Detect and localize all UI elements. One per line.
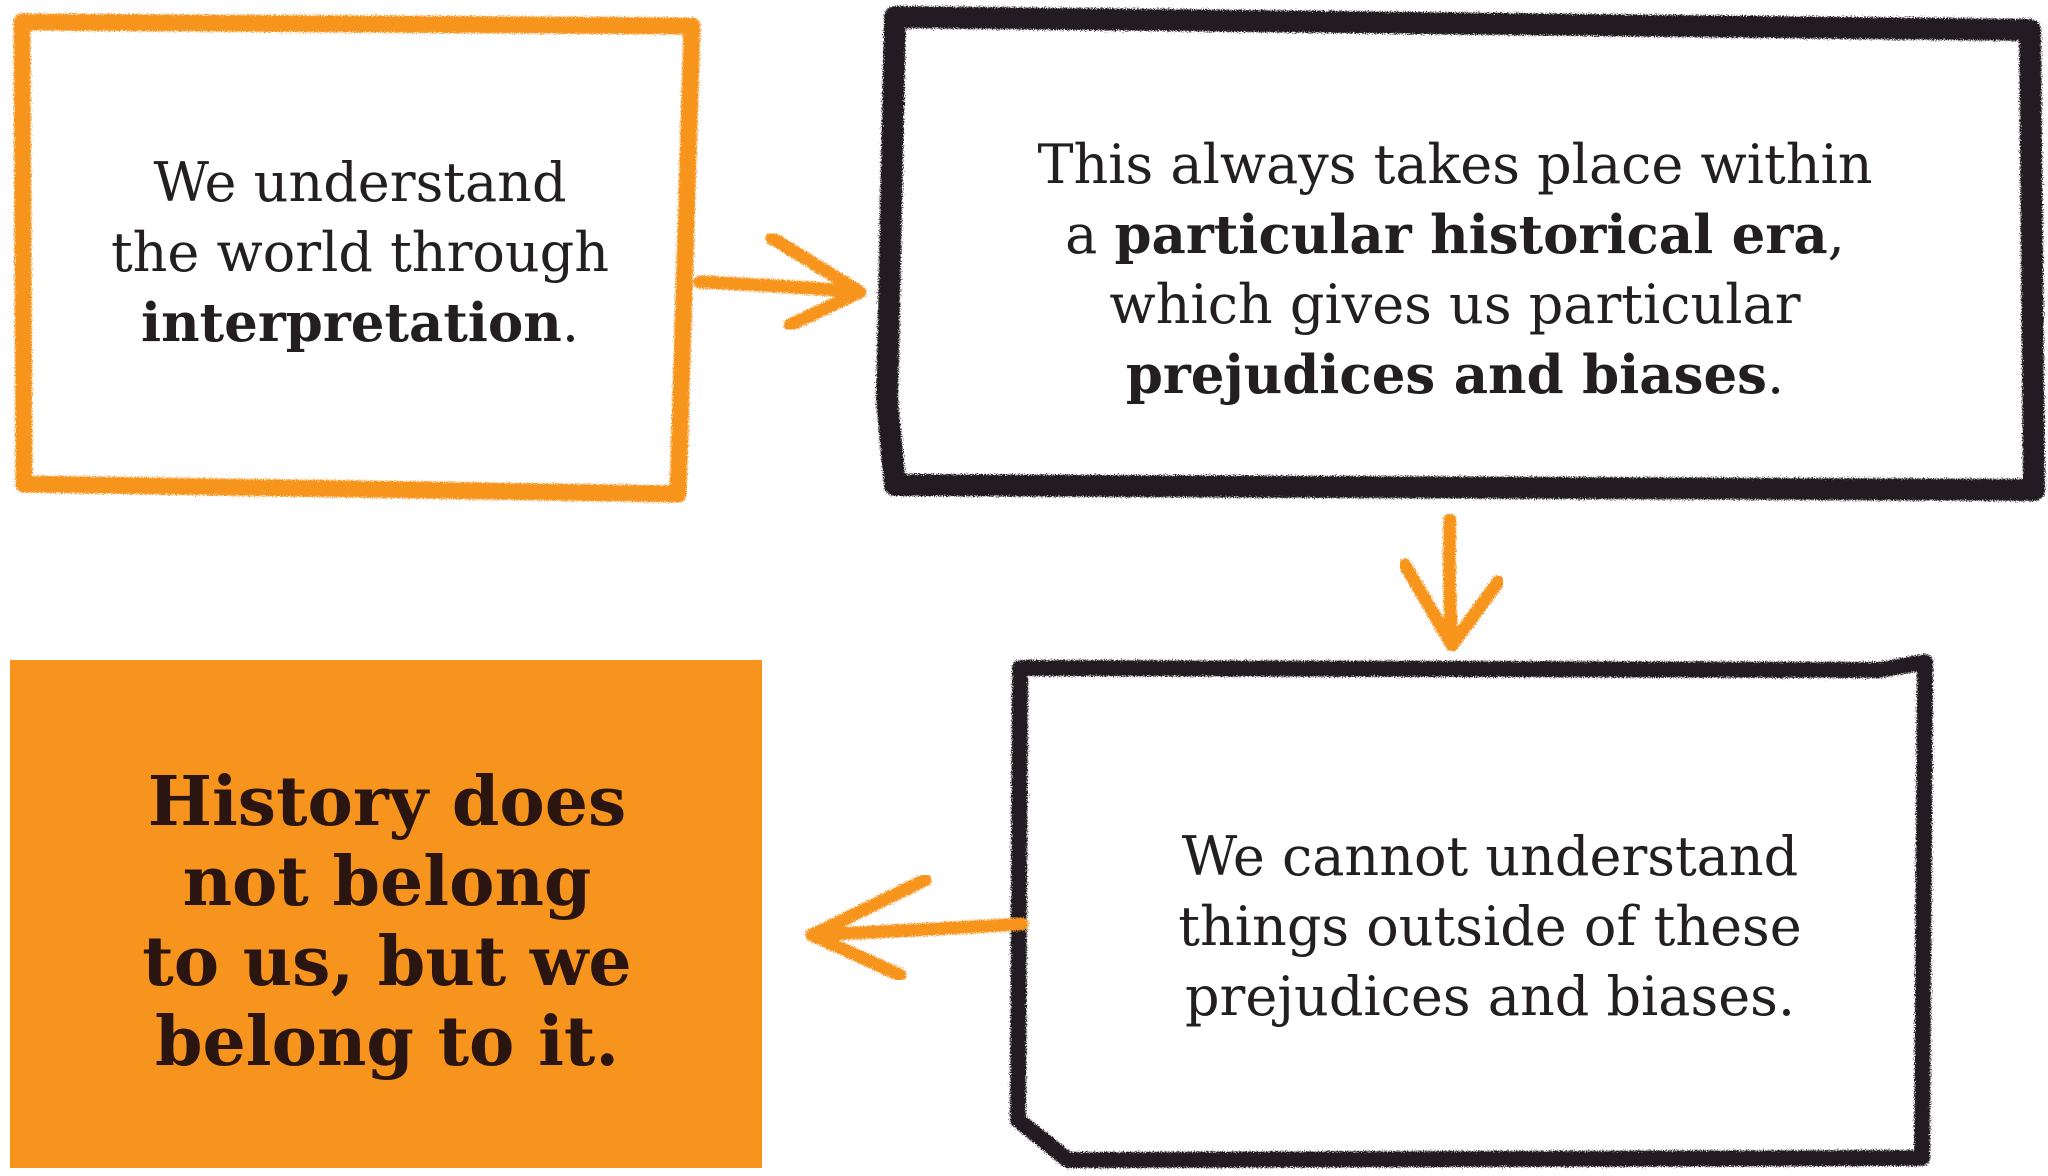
box1-text: We understand the world through interpre… [40, 148, 680, 358]
box2-outline [876, 6, 2045, 501]
box3-outline [1010, 654, 1933, 1168]
box3-text: We cannot understand things outside of t… [1050, 822, 1930, 1032]
box3-line-3: prejudices and biases. [1184, 965, 1796, 1028]
arrow-box2-to-box3 [1398, 513, 1505, 652]
box3-line-1: We cannot understand [1181, 825, 1799, 888]
box4-line-3: to us, but we [142, 922, 632, 1002]
box4-line-1: History does [147, 762, 627, 842]
box4-text: History does not belong to us, but we be… [12, 765, 762, 1085]
box1-line-1: We understand [153, 151, 567, 214]
box1-line-2: the world through [110, 221, 610, 284]
box4-line-4: belong to it. [154, 1002, 619, 1082]
box1-outline [13, 13, 701, 503]
box3-line-2: things outside of these [1178, 895, 1802, 958]
box2-text: This always takes place within a particu… [900, 130, 2010, 410]
box2-line-3: which gives us particular [1109, 273, 1801, 336]
box1-line-3: interpretation. [141, 291, 579, 354]
box2-line-2: a particular historical era, [1065, 203, 1845, 266]
box4-line-2: not belong [182, 842, 592, 922]
box4-fill [10, 660, 762, 1168]
box2-line-1: This always takes place within [1037, 133, 1873, 196]
box2-line-4: prejudices and biases. [1125, 343, 1785, 406]
arrow-box1-to-box2 [693, 231, 867, 332]
arrow-box3-to-box4 [805, 873, 1029, 982]
